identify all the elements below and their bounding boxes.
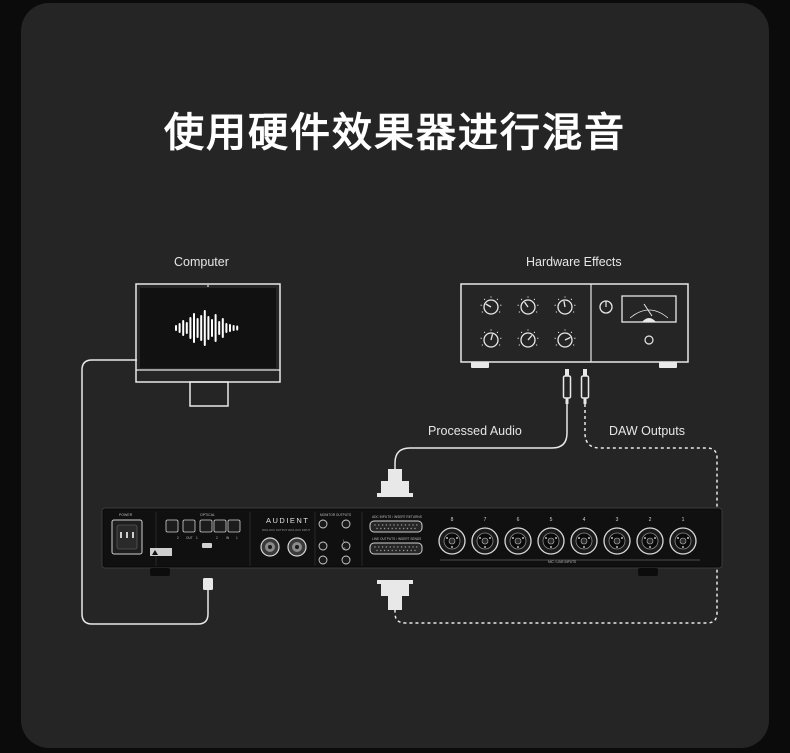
effects-knob (517, 296, 539, 315)
channel-number-1: 1 (682, 517, 685, 523)
optical-port-label: 2 (216, 536, 218, 540)
bnc-input (287, 537, 307, 557)
effects-knob (480, 296, 502, 315)
channel-number-3: 3 (616, 517, 619, 523)
usb-cable (81, 359, 209, 625)
effects-knob (554, 329, 576, 348)
adc-inputs-label: ADC INPUTS / INSERT RETURNS (372, 515, 422, 519)
optical-port (182, 519, 196, 533)
computer-label: Computer (174, 255, 229, 269)
channel-number-2: 2 (649, 517, 652, 523)
monitor-label-r: R (343, 547, 346, 551)
db25-connector-bottom (377, 580, 413, 610)
line-outputs-label: LINE OUTPUTS / INSERT SENDS (372, 537, 421, 541)
processed-audio-label: Processed Audio (428, 424, 522, 438)
channel-number-7: 7 (484, 517, 487, 523)
optical-port-label: IN (226, 536, 230, 540)
processed-audio-cable (394, 404, 568, 470)
monitor-jack (341, 541, 351, 551)
db25-connector-top (377, 469, 413, 497)
optical-port (227, 519, 241, 533)
hardware-effects-label: Hardware Effects (526, 255, 622, 269)
xlr-input-3: 3 (603, 517, 631, 555)
optical-port-label: 2 (177, 536, 179, 540)
monitor-jack (318, 555, 328, 565)
db25-port-adc (369, 520, 423, 533)
monitor-outputs-label: MONITOR OUTPUTS (320, 513, 351, 517)
xlr-input-8: 8 (438, 517, 466, 555)
waveform-icon (175, 310, 239, 346)
xlr-input-2: 2 (636, 517, 664, 555)
computer-icon (135, 283, 281, 407)
monitor-jack (318, 541, 328, 551)
mic-line-inputs-label: MIC / LINE INPUTS (548, 560, 576, 564)
effects-knobs (480, 296, 576, 348)
optical-port-label: 1 (196, 536, 198, 540)
monitor-jack (341, 555, 351, 565)
xlr-input-6: 6 (504, 517, 532, 555)
channel-number-8: 8 (451, 517, 454, 523)
optical-port (213, 519, 227, 533)
usb-plug (203, 578, 213, 590)
monitor-jack (318, 519, 328, 529)
optical-port (199, 519, 213, 533)
wordclock-output-label: W/CLOCK OUTPUT (262, 528, 288, 532)
channel-number-6: 6 (517, 517, 520, 523)
effects-knob (517, 329, 539, 348)
xlr-input-7: 7 (471, 517, 499, 555)
monitor-jacks (318, 519, 351, 565)
xlr-input-5: 5 (537, 517, 565, 555)
jack-plug-right (580, 369, 590, 404)
xlr-input-1: 1 (669, 517, 697, 555)
monitor-label-l: L (343, 539, 345, 543)
brand-logo: AUDIENT (266, 516, 309, 525)
jack-plug-left (562, 369, 572, 404)
optical-port (165, 519, 179, 533)
daw-outputs-label: DAW Outputs (609, 424, 685, 438)
warning-sticker (150, 548, 172, 556)
effects-knob (554, 296, 576, 315)
db25-port-line (369, 542, 423, 555)
xlr-inputs: 8 7 6 5 4 3 2 1 (438, 517, 697, 555)
optical-port-label: OUT (186, 536, 193, 540)
power-label: POWER (119, 513, 133, 517)
effects-power-led (644, 335, 654, 345)
channel-number-5: 5 (550, 517, 553, 523)
channel-number-4: 4 (583, 517, 586, 523)
optical-port-label: 1 (236, 536, 238, 540)
monitor-jack (341, 519, 351, 529)
hardware-effects-unit (460, 283, 689, 368)
effects-knob (480, 329, 502, 348)
page-title: 使用硬件效果器进行混音 (164, 110, 626, 156)
wordclock-input-label: W/CLOCK INPUT (288, 528, 311, 532)
xlr-input-4: 4 (570, 517, 598, 555)
optical-label: OPTICAL (200, 513, 215, 517)
bnc-output (260, 537, 280, 557)
